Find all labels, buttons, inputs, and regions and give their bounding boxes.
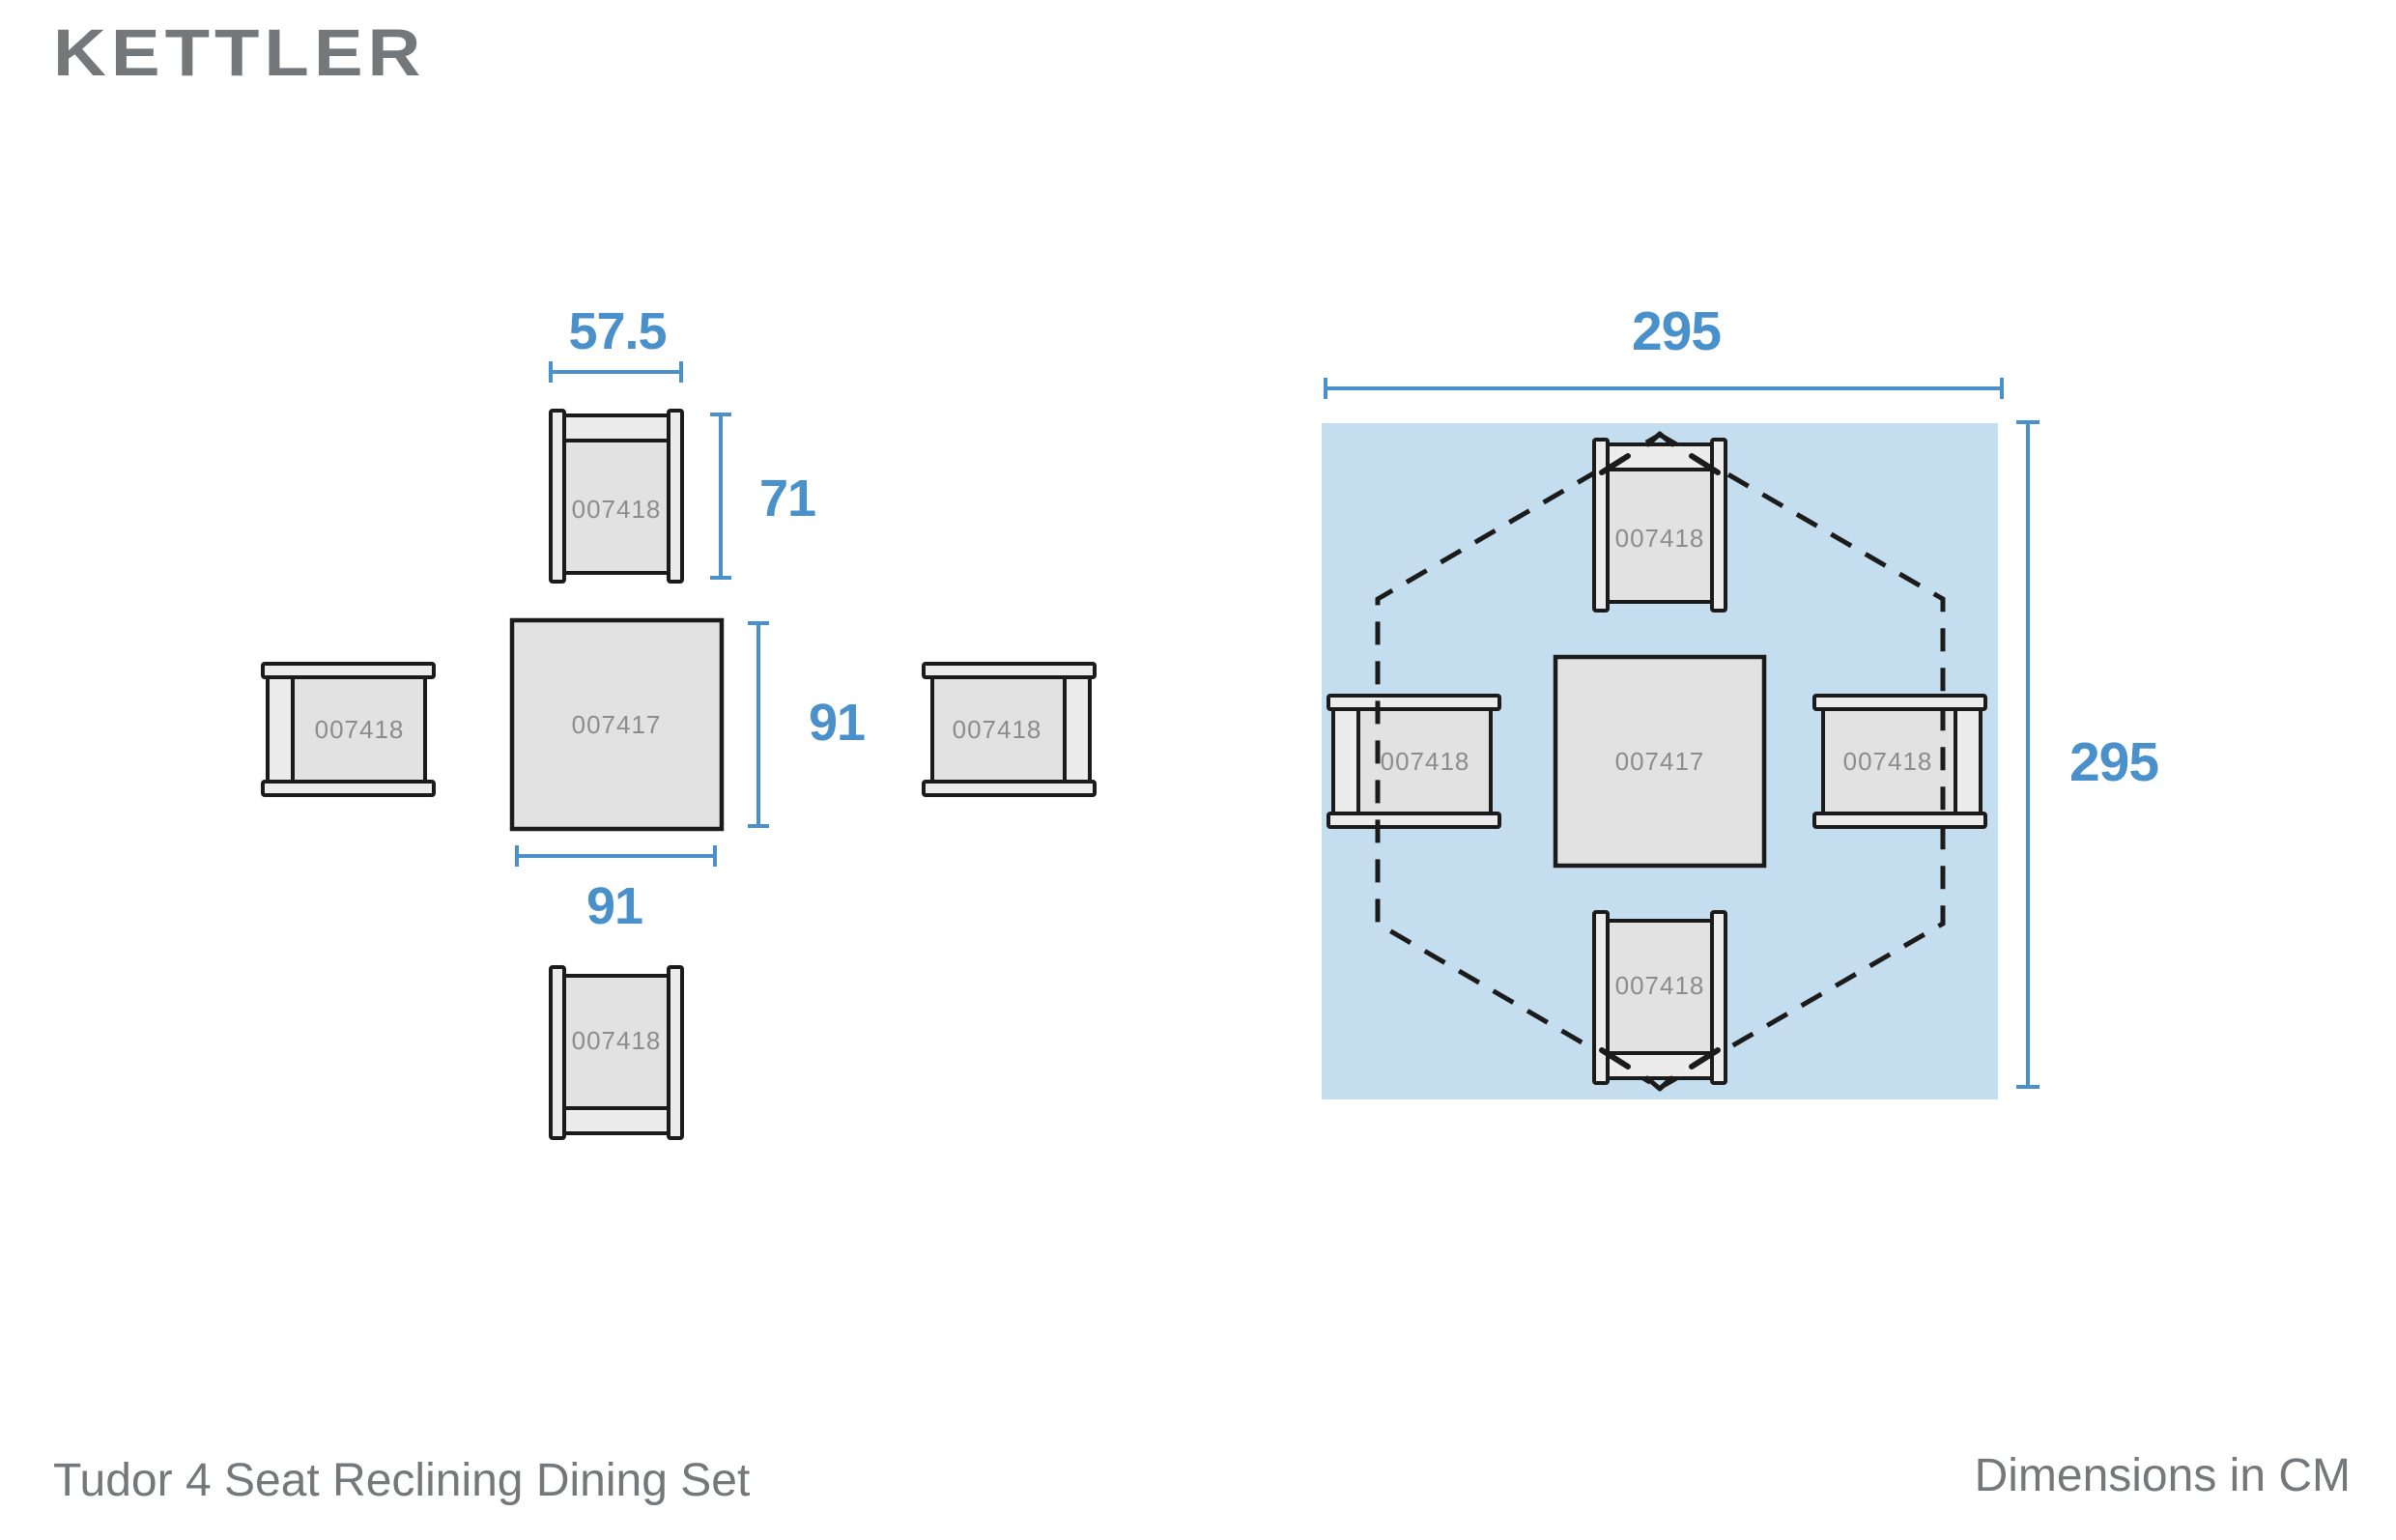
chair-arm-right: [261, 662, 436, 679]
chair-code-label: 007418: [1381, 747, 1470, 776]
chair-code-label: 007418: [315, 715, 405, 744]
table-code-label: 007417: [1615, 747, 1705, 776]
table-code-label: 007417: [572, 710, 662, 739]
chair-backrest: [562, 414, 670, 442]
chair-arm-right: [549, 965, 566, 1140]
left-chair: [1326, 694, 1501, 829]
chair-arm-left: [1326, 812, 1501, 829]
chair-arm-left: [261, 780, 436, 797]
chair-code-label: 007418: [1615, 971, 1705, 1000]
bottom-chair-reclining: [1592, 910, 1727, 1092]
chair-code-label: 007418: [953, 715, 1042, 744]
chair-code-label: 007418: [572, 1026, 662, 1055]
right-chair: [922, 662, 1097, 797]
dining-table: [509, 617, 725, 832]
chair-arm-right: [922, 780, 1097, 797]
clearance-width-dim-label: 295: [1632, 300, 1721, 362]
units-note: Dimensions in CM: [1974, 1450, 2351, 1501]
chair-arm-right: [1326, 694, 1501, 711]
recline-chevron-icon: [1645, 431, 1675, 447]
chair-width-dim-line: [549, 361, 683, 383]
chair-code-label: 007418: [1615, 524, 1705, 553]
bottom-chair: [549, 965, 684, 1140]
chair-depth-dim-line: [710, 413, 731, 580]
item-dimensions-diagram: 57.5 007418 71 007417 91: [261, 302, 1097, 1140]
chair-arm-right: [1710, 438, 1727, 613]
chair-backrest: [1331, 707, 1360, 815]
chair-width-dim-label: 57.5: [568, 302, 666, 360]
chair-seat: [562, 439, 670, 575]
chair-arm-right: [667, 409, 684, 584]
top-chair-reclining: [1592, 431, 1727, 613]
table-depth-dim-label: 91: [809, 694, 865, 752]
chair-arm-left: [549, 409, 566, 584]
left-chair: [261, 662, 436, 797]
dining-table: [1553, 654, 1767, 869]
chair-backrest: [1954, 707, 1982, 815]
recline-indicator: [1599, 431, 1721, 475]
chair-arm-right: [1812, 812, 1987, 829]
right-chair: [1812, 694, 1987, 829]
chair-code-label: 007418: [1843, 747, 1933, 776]
chair-backrest: [266, 675, 295, 784]
clearance-layout-diagram: 295 007417: [1322, 300, 2159, 1099]
chair-seat: [1821, 707, 1957, 815]
clearance-width-dim-line: [1324, 378, 2004, 399]
clearance-depth-dim-label: 295: [2069, 731, 2158, 793]
chair-seat: [930, 675, 1067, 784]
chair-arm-left: [922, 662, 1097, 679]
chair-seat: [1606, 919, 1714, 1055]
chair-arm-left: [1812, 694, 1987, 711]
recline-clearance-outline: [1375, 432, 1946, 1091]
table-depth-dim-line: [748, 621, 769, 828]
chair-seat: [291, 675, 427, 784]
chair-arm-right: [1592, 910, 1610, 1085]
clearance-depth-dim-line: [2016, 420, 2039, 1089]
chair-depth-dim-label: 71: [759, 470, 815, 528]
chair-backrest: [562, 1106, 670, 1135]
chair-seat: [562, 974, 670, 1110]
top-chair: [549, 409, 684, 584]
chair-arm-left: [1710, 910, 1727, 1085]
chair-seat: [1606, 468, 1714, 604]
table-width-dim-label: 91: [586, 877, 642, 935]
chair-arm-left: [667, 965, 684, 1140]
kettler-logo: KETTLER: [53, 15, 426, 91]
recline-chevron-icon: [1644, 1075, 1674, 1092]
table-width-dim-line: [515, 845, 717, 867]
chair-code-label: 007418: [572, 495, 662, 524]
product-name: Tudor 4 Seat Reclining Dining Set: [53, 1455, 751, 1506]
chair-seat: [1356, 707, 1493, 815]
chair-arm-left: [1592, 438, 1610, 613]
recline-indicator: [1599, 1047, 1721, 1092]
chair-backrest: [1063, 675, 1092, 784]
